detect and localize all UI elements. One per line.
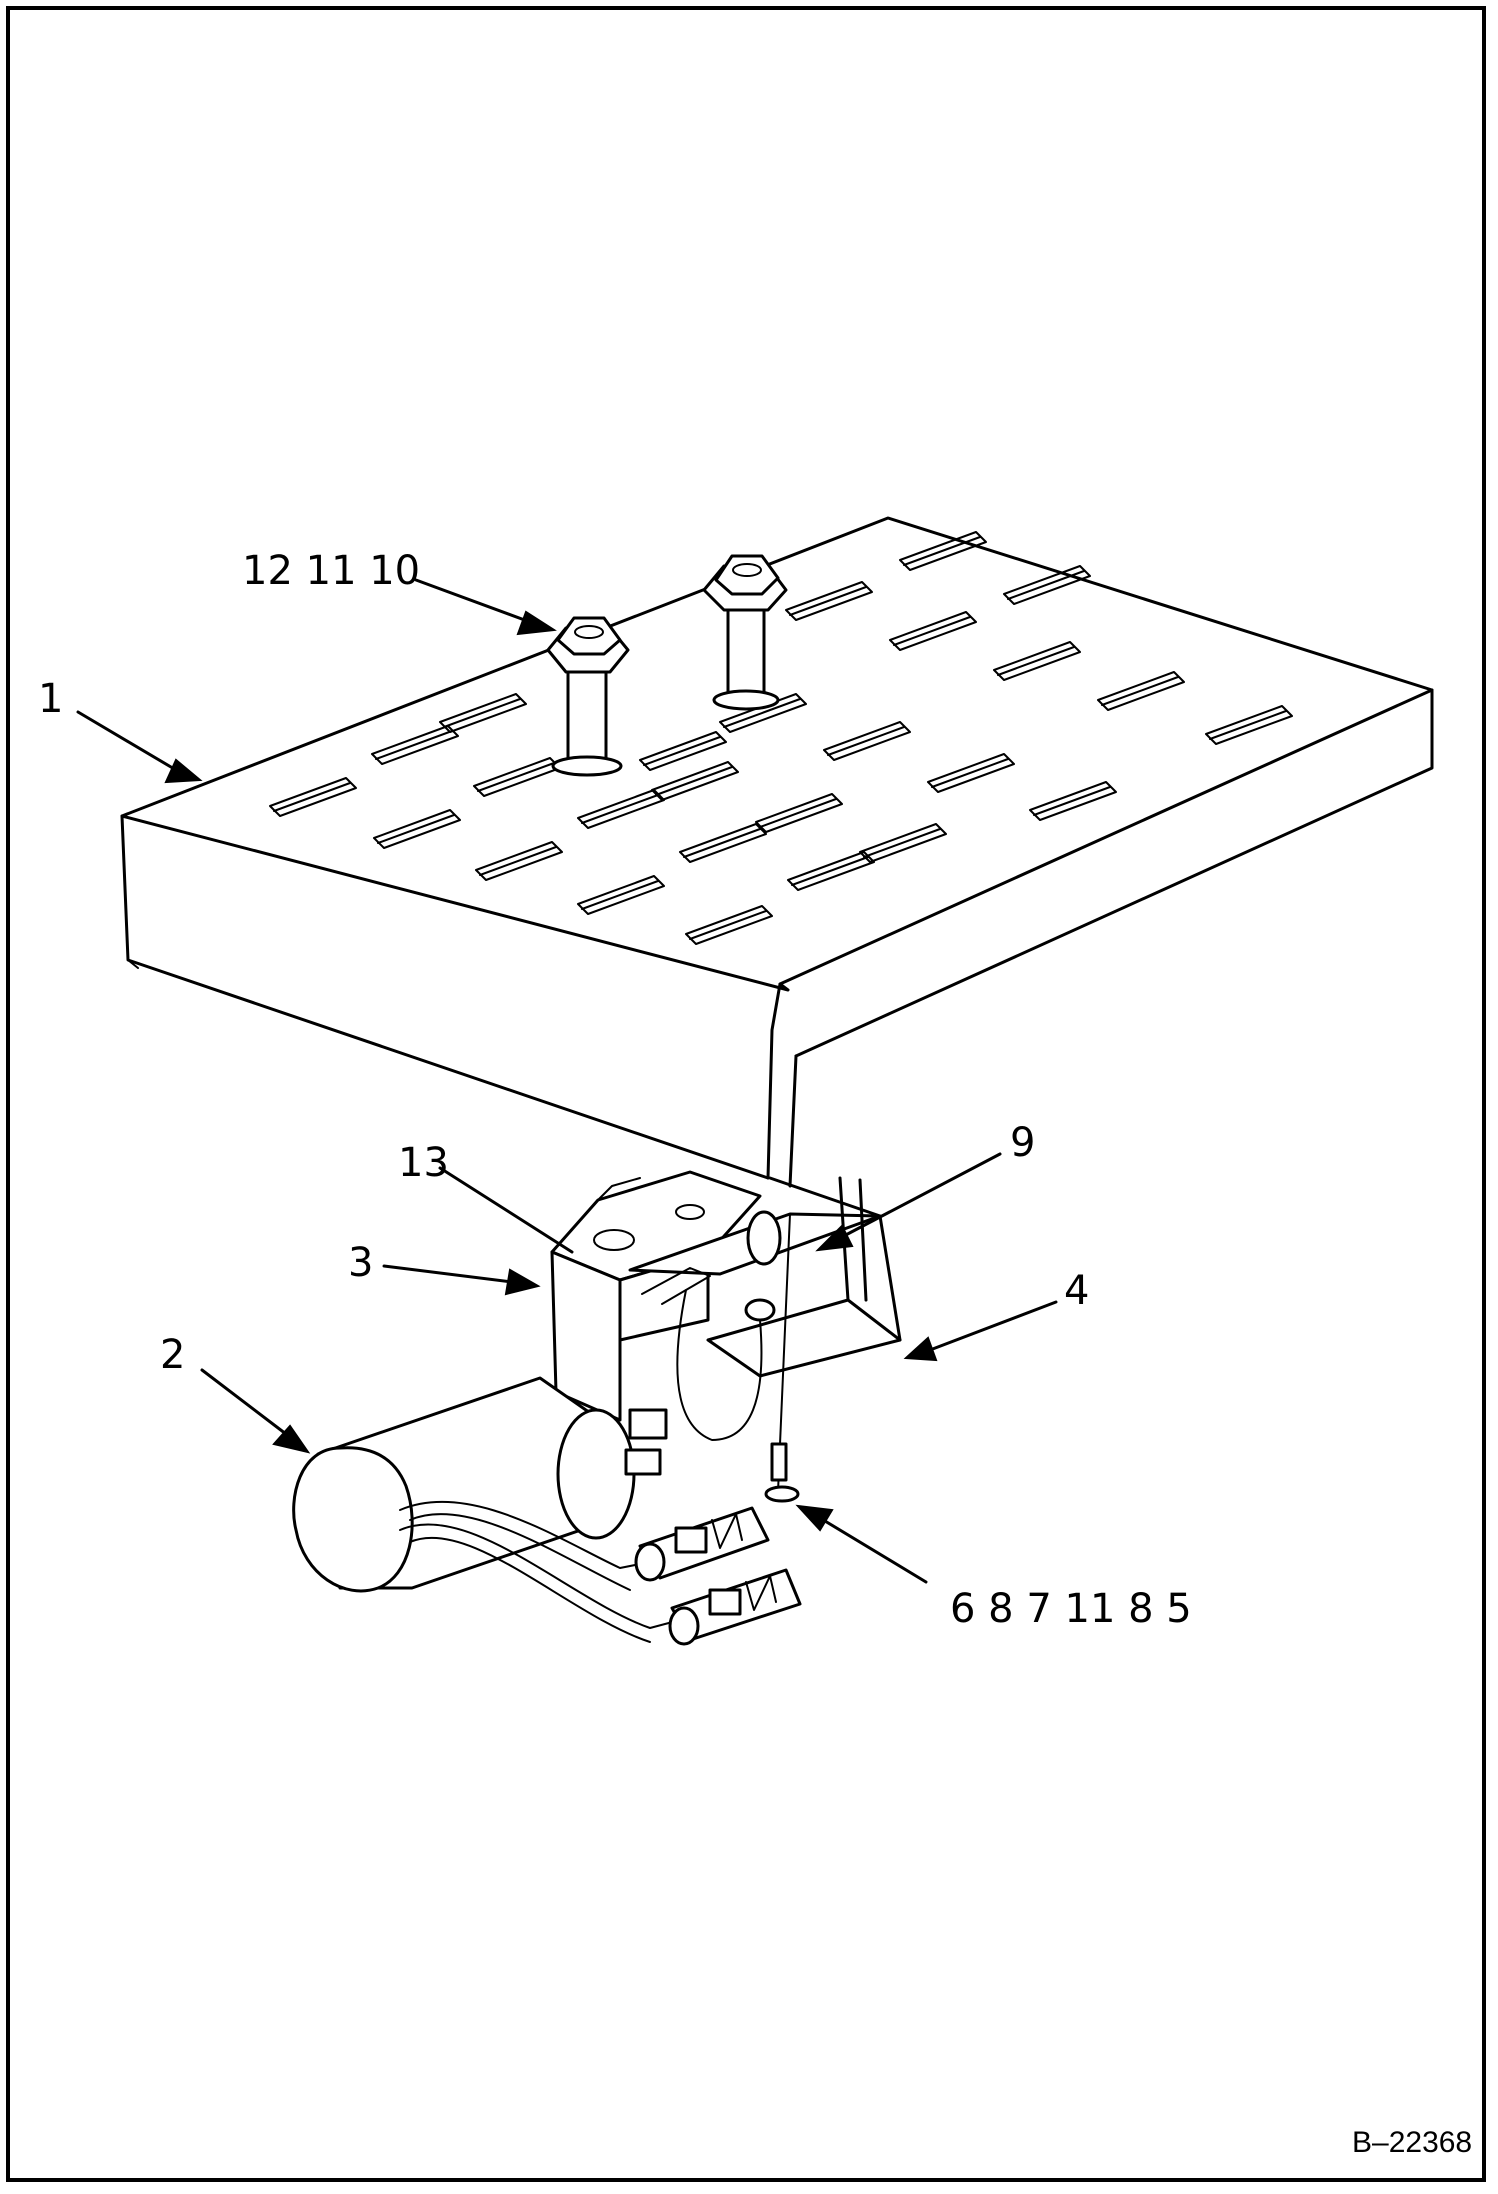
cover-plate bbox=[120, 516, 1434, 1188]
callout-2: 2 bbox=[160, 1332, 185, 1378]
plate-slot bbox=[889, 611, 977, 651]
plate-slot bbox=[755, 793, 843, 833]
plate-slot bbox=[1097, 671, 1185, 711]
plate-slot bbox=[1029, 781, 1117, 821]
plate-slot bbox=[269, 777, 357, 817]
plate-slot bbox=[899, 531, 987, 571]
bolt-left bbox=[546, 616, 630, 777]
callout-4: 4 bbox=[1064, 1268, 1089, 1314]
callout-fastener-parts: 6 8 7 11 8 5 bbox=[950, 1586, 1192, 1632]
plate-slot-shadow bbox=[643, 736, 721, 766]
terminal-connectors bbox=[634, 1506, 802, 1646]
plate-slot bbox=[639, 731, 727, 771]
plate-slot bbox=[927, 753, 1015, 793]
plate-slot-shadow bbox=[683, 828, 761, 858]
drawing-number: B–22368 bbox=[1352, 2126, 1472, 2159]
plate-slot bbox=[993, 641, 1081, 681]
plate-slot-shadow bbox=[375, 730, 453, 760]
switch-bracket bbox=[550, 1170, 762, 1422]
plate-slots bbox=[269, 531, 1293, 945]
plate-slot bbox=[685, 905, 773, 945]
plate-slot-shadow bbox=[791, 856, 869, 886]
plate-slot-shadow bbox=[1033, 786, 1111, 816]
plate-slot bbox=[679, 823, 767, 863]
plate-slot-shadow bbox=[827, 726, 905, 756]
leader-lines bbox=[76, 578, 1058, 1584]
callout-13: 13 bbox=[398, 1140, 449, 1186]
plate-slot-shadow bbox=[581, 880, 659, 910]
plate-slot bbox=[1205, 705, 1293, 745]
plate-slot-shadow bbox=[655, 766, 733, 796]
plate-slot-shadow bbox=[903, 536, 981, 566]
plate-slot-shadow bbox=[997, 646, 1075, 676]
plate-slot-shadow bbox=[1209, 710, 1287, 740]
plate-slot bbox=[439, 693, 527, 733]
plate-slot-shadow bbox=[723, 698, 801, 728]
plate-slot bbox=[651, 761, 739, 801]
plate-slot-shadow bbox=[1101, 676, 1179, 706]
plate-slot-shadow bbox=[863, 828, 941, 858]
switch-body bbox=[292, 1376, 681, 1643]
plate-slot-shadow bbox=[893, 616, 971, 646]
plate-slot-shadow bbox=[789, 586, 867, 616]
callout-labels: 1 12 11 10 13 9 3 4 2 6 8 7 11 8 5 B–223… bbox=[38, 548, 1472, 2159]
plate-slot-shadow bbox=[479, 846, 557, 876]
plate-slot-shadow bbox=[377, 814, 455, 844]
plate-slot-shadow bbox=[581, 794, 659, 824]
plate-slot-shadow bbox=[1007, 570, 1085, 600]
plate-slot bbox=[373, 809, 461, 849]
plate-slot-shadow bbox=[931, 758, 1009, 788]
plate-slot bbox=[371, 725, 459, 765]
plate-slot-shadow bbox=[759, 798, 837, 828]
plate-slot-shadow bbox=[443, 698, 521, 728]
drawing-frame bbox=[6, 6, 1486, 2182]
callout-3: 3 bbox=[348, 1240, 373, 1286]
plate-slot-shadow bbox=[273, 782, 351, 812]
callout-9: 9 bbox=[1010, 1120, 1035, 1166]
plate-slot bbox=[859, 823, 947, 863]
plate-slot bbox=[787, 851, 875, 891]
plate-slot bbox=[785, 581, 873, 621]
plate-slot bbox=[823, 721, 911, 761]
bolt-right bbox=[702, 554, 788, 711]
plate-slot-shadow bbox=[477, 762, 555, 792]
plate-slot bbox=[1003, 565, 1091, 605]
plate-slot-shadow bbox=[689, 910, 767, 940]
callout-bolt-parts: 12 11 10 bbox=[242, 548, 420, 594]
plate-slot bbox=[475, 841, 563, 881]
plate-slot bbox=[577, 875, 665, 915]
callout-1: 1 bbox=[38, 676, 63, 722]
